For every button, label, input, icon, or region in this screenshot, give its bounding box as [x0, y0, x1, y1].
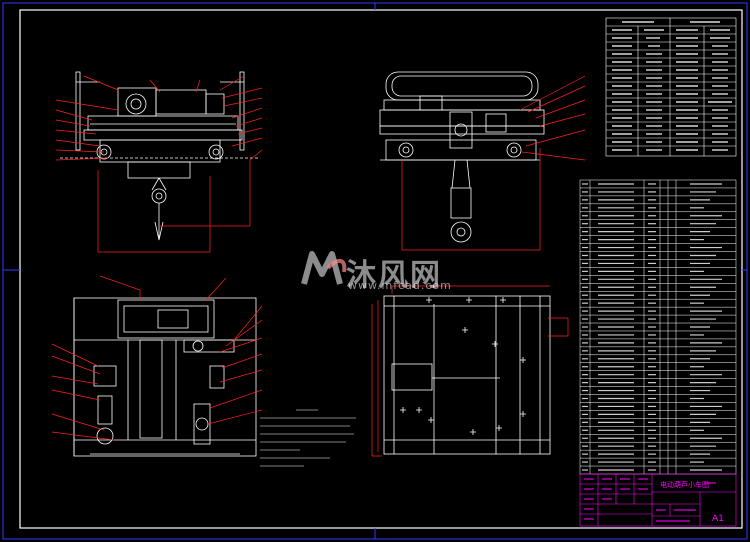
watermark-text: 沐风网 — [346, 258, 442, 293]
watermark-url: www.mfcad.com — [348, 279, 452, 292]
spec-table-glyphs — [612, 21, 732, 151]
title-block — [579, 473, 737, 527]
parts-list-rows — [580, 187, 736, 467]
inner-drawing-frame — [19, 9, 743, 529]
spec-table — [605, 17, 737, 157]
plan-view-leaders — [51, 275, 263, 441]
front-view-leaders — [55, 75, 263, 253]
side-view-leaders — [401, 75, 586, 251]
top-view-leaders — [371, 285, 569, 457]
top-view-bolts — [400, 297, 526, 435]
drawing-name: 电动葫芦小车图 — [660, 481, 709, 489]
technical-notes — [260, 409, 356, 467]
title-block-glyphs — [584, 478, 716, 522]
top-view — [383, 295, 551, 455]
watermark-logo-icon — [301, 251, 347, 285]
plan-view — [73, 297, 257, 457]
sheet-size-label: A1 — [712, 514, 724, 524]
parts-list-glyphs — [582, 183, 722, 471]
parts-list-table — [579, 179, 737, 475]
side-view — [379, 71, 545, 243]
front-view — [60, 71, 260, 241]
